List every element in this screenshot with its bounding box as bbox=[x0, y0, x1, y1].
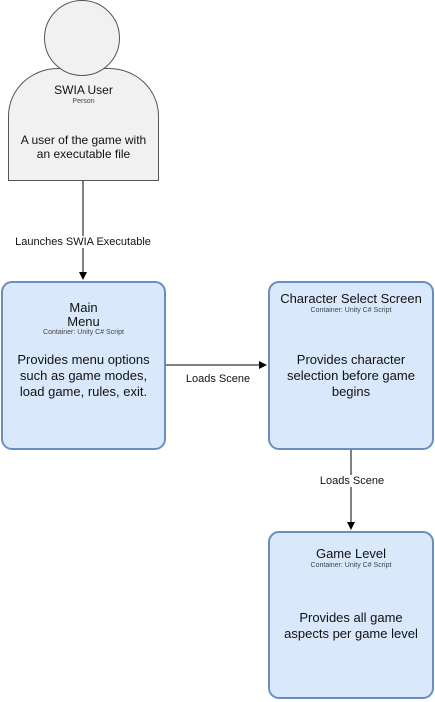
character-select-title: Character Select Screen bbox=[280, 291, 422, 306]
character-select-box: Character Select Screen Container: Unity… bbox=[268, 281, 434, 450]
game-level-box: Game Level Container: Unity C# Script Pr… bbox=[268, 531, 434, 699]
person-head bbox=[44, 0, 120, 76]
main-menu-description: Provides menu options such as game modes… bbox=[17, 352, 150, 399]
menu-to-select-label: Loads Scene bbox=[178, 373, 258, 385]
person-body bbox=[8, 68, 159, 181]
game-level-title: Game Level bbox=[315, 546, 387, 561]
main-menu-box: Main Menu Container: Unity C# Script Pro… bbox=[1, 281, 166, 450]
person-description: A user of the game with an executable fi… bbox=[20, 133, 147, 161]
main-menu-tech: Container: Unity C# Script bbox=[43, 329, 124, 336]
character-select-description: Provides character selection before game… bbox=[287, 352, 415, 399]
select-to-level-label: Loads Scene bbox=[312, 475, 392, 487]
launch-label: Launches SWIA Executable bbox=[6, 236, 160, 248]
character-select-tech: Container: Unity C# Script bbox=[310, 307, 392, 314]
main-menu-title: Main Menu bbox=[3, 301, 164, 329]
main-menu-title-line1: Main bbox=[69, 300, 98, 315]
person-name: SWIA User bbox=[54, 83, 113, 97]
main-menu-title-line2: Menu bbox=[67, 314, 100, 329]
game-level-description: Provides all game aspects per game level bbox=[284, 610, 418, 641]
person-type: Person bbox=[72, 98, 95, 105]
game-level-tech: Container: Unity C# Script bbox=[310, 562, 392, 569]
